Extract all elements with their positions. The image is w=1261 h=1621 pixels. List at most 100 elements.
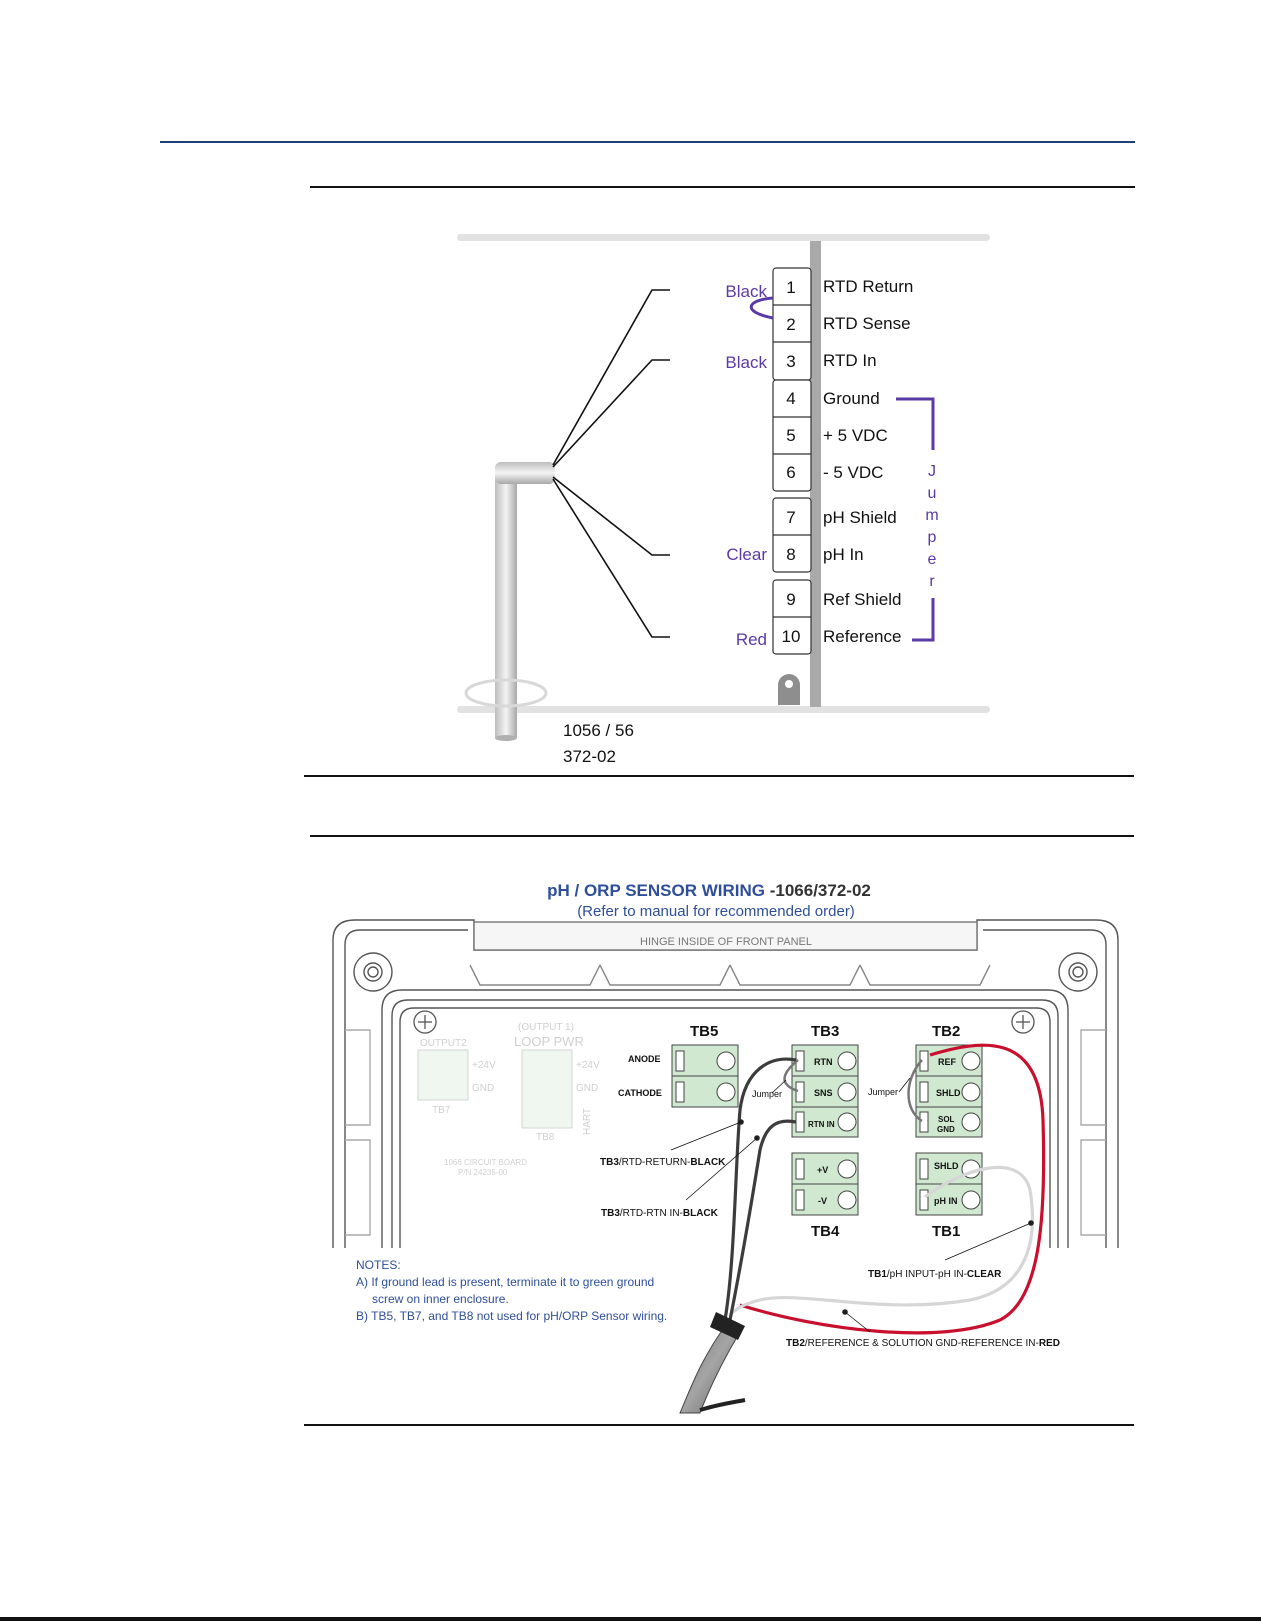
terminal-number-8: 8 xyxy=(786,545,795,564)
tb1-shld-label: SHLD xyxy=(934,1161,959,1171)
red-reference-wire xyxy=(739,1043,1046,1335)
tb3-rtn-label: RTN xyxy=(814,1057,833,1067)
sensor-wires xyxy=(552,289,670,638)
callout-rtn-in: TB3/RTD-RTN IN-BLACK xyxy=(601,1208,719,1219)
hinge-label: HINGE INSIDE OF FRONT PANEL xyxy=(640,936,812,948)
callout-ref-desc: /REFERENCE & SOLUTION GND-REFERENCE IN- xyxy=(805,1338,1039,1349)
terminal-label-6: - 5 VDC xyxy=(823,463,883,482)
terminal-label-5: + 5 VDC xyxy=(823,426,888,445)
top-rail xyxy=(457,234,990,241)
tb5-block xyxy=(671,1044,739,1108)
callout-ph-desc: /pH INPUT-pH IN- xyxy=(887,1269,967,1280)
tb4-title: TB4 xyxy=(811,1223,840,1240)
faded-tb8-v24: +24V xyxy=(576,1060,600,1071)
page-bottom-strip xyxy=(0,1617,1261,1621)
section-rule-1 xyxy=(310,186,1135,188)
callout-leader-rtd-return xyxy=(670,1121,742,1151)
callout-leader-ref xyxy=(844,1311,871,1333)
black-rtd-return-wire xyxy=(723,1057,797,1321)
probe-cable xyxy=(679,1312,746,1414)
callout-rtd-return-tb: TB3 xyxy=(600,1157,619,1168)
callout-ph-tb: TB1 xyxy=(868,1269,887,1280)
tb5-anode-label: ANODE xyxy=(628,1054,661,1064)
ground-screw-left xyxy=(413,1010,437,1034)
cable-wires xyxy=(723,1043,1046,1335)
callout-ref-tb: TB2 xyxy=(786,1338,805,1349)
faded-hart-label: HART xyxy=(582,1108,593,1135)
tb4-nv-label: -V xyxy=(818,1196,827,1206)
terminal-number-4: 4 xyxy=(786,389,795,408)
jumper-letter-m: m xyxy=(925,507,938,524)
wire-callout-dots xyxy=(738,1119,1034,1315)
tb2-gnd-label: GND xyxy=(937,1125,955,1134)
wiring-title: pH / ORP SENSOR WIRING -1066/372-02 xyxy=(547,881,871,900)
terminal-label-1: RTD Return xyxy=(823,277,913,296)
tb2-jumper-leader xyxy=(898,1077,911,1093)
callout-ph-color: CLEAR xyxy=(967,1269,1002,1280)
callout-rtd-return-desc: /RTD-RETURN- xyxy=(619,1157,690,1168)
callout-rtd-return-color: BLACK xyxy=(690,1157,726,1168)
terminal-label-9: Ref Shield xyxy=(823,590,901,609)
enclosure xyxy=(332,919,1119,1248)
callout-leader-rtn-in xyxy=(685,1137,758,1201)
terminal-number-9: 9 xyxy=(786,590,795,609)
faded-output2-label: OUTPUT2 xyxy=(420,1038,467,1049)
jumper-letter-r: r xyxy=(929,573,935,590)
faded-board-label-1: 1066 CIRCUIT BOARD xyxy=(444,1158,527,1167)
faded-tb8-gnd: GND xyxy=(576,1083,598,1094)
terminal-number-5: 5 xyxy=(786,426,795,445)
ground-screw-right xyxy=(1011,1010,1035,1034)
faded-board-label-2: P/N 24235-00 xyxy=(458,1168,508,1177)
wire-label-clear-8: Clear xyxy=(726,545,767,564)
faded-output1-label: (OUTPUT 1) xyxy=(518,1022,574,1033)
wire-label-red-10: Red xyxy=(736,630,767,649)
tb2-shld-label: SHLD xyxy=(936,1088,961,1098)
callout-rtd-return: TB3/RTD-RETURN-BLACK xyxy=(600,1157,726,1168)
tb1-title: TB1 xyxy=(932,1223,960,1240)
jumper-letter-j: J xyxy=(928,463,936,480)
tb1-ph-in-label: pH IN xyxy=(934,1196,958,1206)
tb2-block xyxy=(915,1044,983,1138)
tb2-jumper-label: Jumper xyxy=(868,1087,898,1097)
tb1-block xyxy=(915,1152,983,1216)
faded-tb7-v24: +24V xyxy=(472,1060,496,1071)
callout-rtn-in-tb: TB3 xyxy=(601,1208,620,1219)
jumper-bracket xyxy=(896,397,935,642)
wiring-subtitle: (Refer to manual for recommended order) xyxy=(577,903,855,920)
tb2-jumper-wire xyxy=(907,1059,923,1123)
tb3-sns-label: SNS xyxy=(814,1088,833,1098)
tb4-block xyxy=(791,1152,859,1216)
jumper-letter-p: p xyxy=(928,529,937,546)
notes-heading: NOTES: xyxy=(356,1258,401,1272)
tb3-rtn-in-label: RTN IN xyxy=(808,1120,835,1129)
jumper-letter-u: u xyxy=(928,485,937,502)
callout-rtn-in-desc: /RTD-RTN IN- xyxy=(620,1208,683,1219)
tb2-sol-label: SOL xyxy=(938,1115,955,1124)
wire-label-black-1: Black xyxy=(725,282,767,301)
model-number-line1: 1056 / 56 xyxy=(563,721,634,740)
tb3-block xyxy=(791,1044,859,1138)
terminal-label-2: RTD Sense xyxy=(823,314,911,333)
terminal-number-6: 6 xyxy=(786,463,795,482)
section-rule-4 xyxy=(304,1424,1134,1426)
terminal-wiring-diagram: 1 2 3 4 5 6 7 8 9 10 RTD Return RTD Sens… xyxy=(457,234,990,766)
note-a-line2: screw on inner enclosure. xyxy=(372,1292,509,1306)
terminal-number-3: 3 xyxy=(786,352,795,371)
terminal-number-1: 1 xyxy=(786,278,795,297)
rtd-jumper-loop xyxy=(749,296,774,320)
tb2-title: TB2 xyxy=(932,1023,960,1040)
clear-ph-wire xyxy=(728,1165,1035,1317)
tb5-cathode-label: CATHODE xyxy=(618,1088,662,1098)
tb3-title: TB3 xyxy=(811,1023,839,1040)
faded-loop-pwr-label: LOOP PWR xyxy=(514,1034,584,1049)
callout-ph: TB1/pH INPUT-pH IN-CLEAR xyxy=(868,1269,1002,1280)
section-rule-2 xyxy=(304,775,1134,777)
callout-ref-color: RED xyxy=(1039,1338,1060,1349)
model-number-line2: 372-02 xyxy=(563,747,616,766)
tb3-jumper-label: Jumper xyxy=(752,1089,782,1099)
black-rtn-in-wire xyxy=(728,1119,797,1321)
terminal-number-2: 2 xyxy=(786,315,795,334)
terminal-label-7: pH Shield xyxy=(823,508,897,527)
tb3-jumper-wire xyxy=(783,1059,799,1093)
corner-bolt-right xyxy=(1058,952,1098,992)
